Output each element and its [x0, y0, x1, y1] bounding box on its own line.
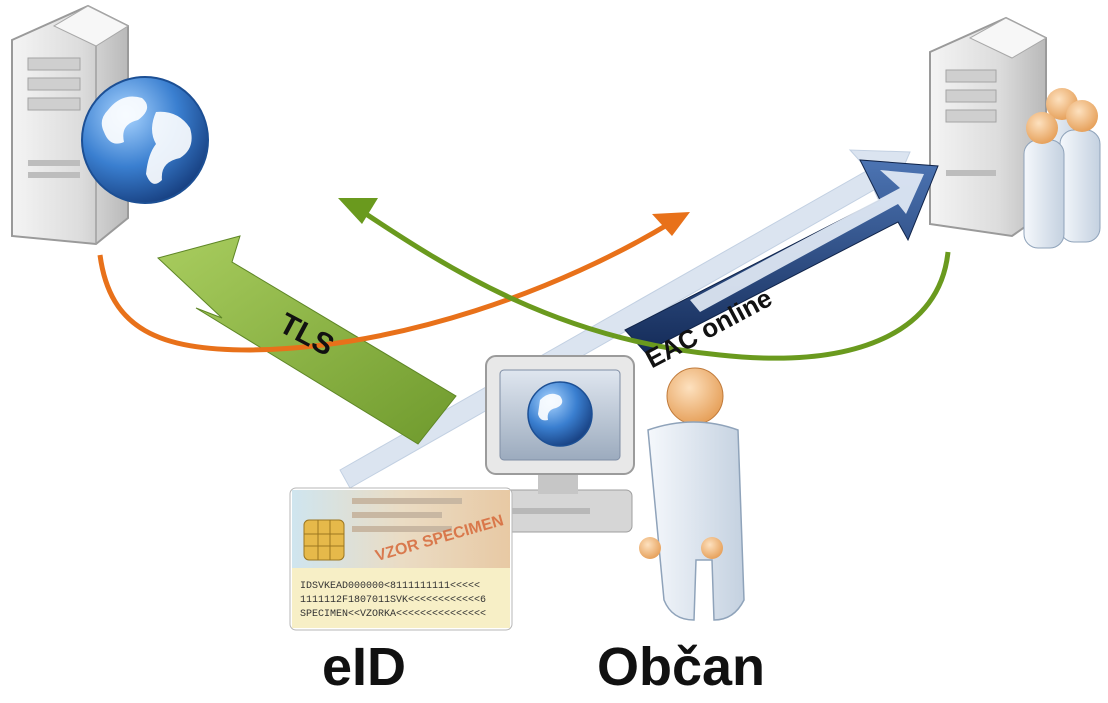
mrz-line-2: 1111112F1807011SVK<<<<<<<<<<<<6: [300, 595, 486, 606]
eid-card-icon: VZOR SPECIMEN IDSVKEAD000000<8111111111<…: [289, 487, 513, 631]
orange-curve: [97, 219, 674, 353]
mrz-line-3: SPECIMEN<<VZORKA<<<<<<<<<<<<<<<: [300, 609, 486, 620]
citizen-caption: Občan: [597, 637, 766, 697]
tls-arrow: [157, 235, 457, 445]
eid-server-icon: [929, 16, 1048, 238]
eid-caption: eID: [322, 637, 407, 697]
green-curve: [358, 207, 951, 361]
operators-icon: [1023, 88, 1101, 249]
mrz-line-1: IDSVKEAD000000<8111111111<<<<<: [300, 581, 480, 592]
globe-icon: [81, 76, 209, 204]
citizen-icon: [639, 367, 745, 621]
computer-icon: [481, 355, 635, 533]
